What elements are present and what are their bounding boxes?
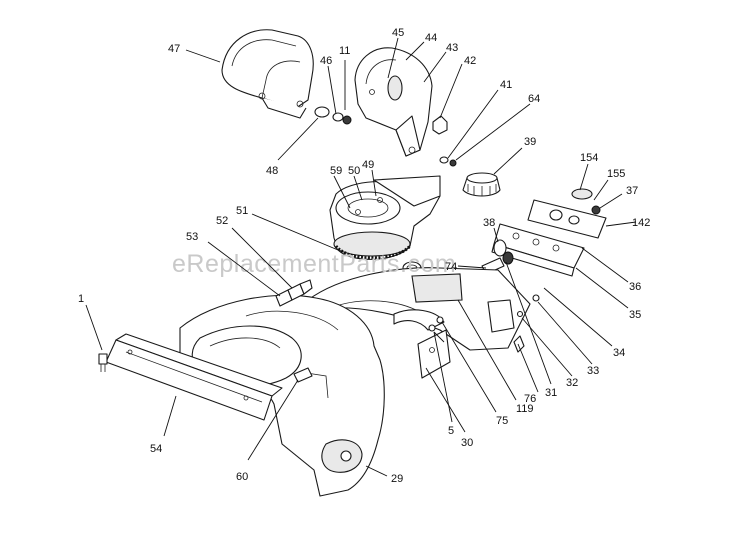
chute-knob-part [462, 172, 501, 197]
small-hardware-parts [428, 294, 540, 353]
leader-74 [457, 265, 487, 269]
callout-119: 119 [516, 403, 534, 415]
watermark: eReplacementParts.com [172, 250, 456, 278]
bolt-part [98, 353, 108, 372]
leader-76 [517, 343, 539, 393]
leader-119 [457, 299, 517, 401]
leader-36 [581, 247, 629, 283]
callout-41: 41 [500, 79, 512, 91]
callout-42: 42 [464, 55, 476, 67]
chute-bracket-part [354, 47, 433, 157]
leader-155 [593, 179, 609, 201]
callout-49: 49 [362, 159, 374, 171]
control-panel-part [491, 223, 585, 277]
callout-76: 76 [524, 393, 536, 405]
callout-155: 155 [607, 168, 625, 180]
callout-43: 43 [446, 42, 458, 54]
leader-75 [441, 321, 497, 413]
callout-154: 154 [580, 152, 598, 164]
leader-35 [575, 267, 629, 309]
leader-5 [433, 331, 445, 343]
leader-54 [163, 395, 177, 437]
leader-59 [333, 175, 351, 209]
washer-knob-parts [314, 106, 352, 125]
callout-1: 1 [78, 293, 84, 305]
leader-41 [447, 89, 499, 159]
leader-49 [371, 169, 377, 197]
leader-1 [85, 304, 103, 351]
deflector-part [221, 29, 314, 119]
callout-53: 53 [186, 231, 198, 243]
leader-53 [207, 241, 281, 297]
callout-48: 48 [266, 165, 278, 177]
callout-50: 50 [348, 165, 360, 177]
callout-29: 29 [391, 473, 403, 485]
callout-60: 60 [236, 471, 248, 483]
leader-30 [425, 367, 466, 433]
callout-59: 59 [330, 165, 342, 177]
leader-31 [505, 261, 552, 385]
callout-35: 35 [629, 309, 641, 321]
callout-142: 142 [632, 217, 650, 229]
callout-32: 32 [566, 377, 578, 389]
callout-52: 52 [216, 215, 228, 227]
leader-42 [439, 63, 463, 119]
leader-37 [599, 193, 623, 209]
callout-30: 30 [461, 437, 473, 449]
leader-39 [493, 147, 523, 175]
leader-29 [365, 465, 388, 477]
switch-plate-part [527, 188, 607, 239]
pin-part [293, 367, 313, 383]
callout-45: 45 [392, 27, 404, 39]
leader-33 [537, 301, 593, 365]
callout-31: 31 [545, 387, 557, 399]
leader-32 [521, 317, 573, 377]
leader-64 [455, 103, 531, 161]
leader-45 [387, 37, 399, 79]
leader-48 [277, 117, 319, 161]
callout-37: 37 [626, 185, 638, 197]
callout-46: 46 [320, 55, 332, 67]
callout-64: 64 [528, 93, 540, 105]
leader-142 [605, 221, 637, 227]
callout-5: 5 [448, 425, 454, 437]
callout-38: 38 [483, 217, 495, 229]
leader-47 [185, 49, 221, 63]
scraper-bar-part [105, 333, 283, 421]
callout-47: 47 [168, 43, 180, 55]
callout-36: 36 [629, 281, 641, 293]
leader-44 [405, 41, 425, 61]
chute-ring-part [329, 175, 441, 260]
leader-60 [247, 379, 299, 461]
leader-43 [423, 51, 447, 83]
leader-38 [493, 227, 499, 243]
callout-75: 75 [496, 415, 508, 427]
callout-74: 74 [445, 261, 457, 273]
nut-parts [432, 115, 457, 167]
callout-labels: 1 5 11 29 30 31 32 33 34 35 36 37 38 39 … [78, 27, 650, 485]
leader-50 [353, 175, 363, 201]
leader-34 [543, 287, 613, 347]
leader-154 [579, 163, 589, 191]
callout-33: 33 [587, 365, 599, 377]
leader-52 [231, 227, 293, 289]
leader-51 [251, 213, 339, 251]
callout-39: 39 [524, 136, 536, 148]
bracket-part [417, 329, 451, 379]
callout-51: 51 [236, 205, 248, 217]
leader-46 [327, 65, 337, 115]
callout-54: 54 [150, 443, 162, 455]
clip-parts [275, 279, 313, 307]
callout-11: 11 [339, 45, 350, 57]
callout-44: 44 [425, 32, 437, 44]
callout-34: 34 [613, 347, 625, 359]
